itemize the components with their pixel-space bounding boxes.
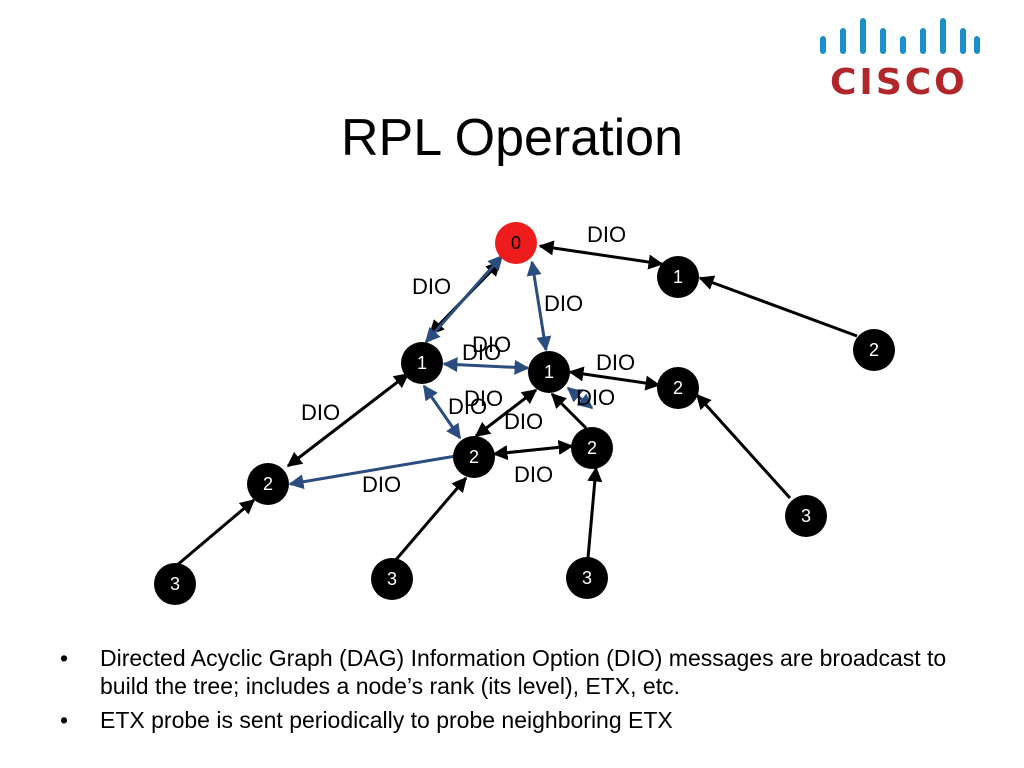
edge-blue-d-g (566, 386, 594, 410)
svg-text:2: 2 (469, 447, 479, 467)
node-h: 2 (453, 436, 495, 478)
dio-label: DIO (472, 332, 511, 357)
svg-text:0: 0 (511, 233, 521, 253)
edge-j-h (392, 476, 468, 563)
svg-text:2: 2 (587, 438, 597, 458)
bullet-text: Directed Acyclic Graph (DAG) Information… (100, 645, 947, 699)
dio-label: DIO (544, 291, 583, 316)
svg-text:3: 3 (801, 506, 811, 526)
cisco-logo (820, 18, 980, 54)
node-e: 2 (657, 367, 699, 409)
node-f: 2 (247, 463, 289, 505)
bullet-dot-icon: • (60, 645, 69, 671)
dio-label: DIO (462, 340, 501, 365)
dio-label: DIO (596, 350, 635, 375)
edge-blue-c-d (442, 357, 530, 375)
node-j: 3 (371, 558, 413, 600)
svg-text:1: 1 (417, 353, 427, 373)
edge-a-b (698, 275, 858, 338)
edge-blue-h-f (288, 454, 457, 490)
dio-label: DIO (448, 394, 487, 419)
edge-c-f (286, 372, 410, 468)
bullet-item: • ETX probe is sent periodically to prob… (60, 706, 980, 734)
dio-label: DIO (301, 400, 340, 425)
bullet-dot-icon: • (60, 707, 69, 733)
edge-blue-root-d (526, 260, 552, 352)
edge-blue-root-c (424, 254, 504, 344)
node-g: 2 (571, 427, 613, 469)
node-b: 2 (853, 329, 895, 371)
edge-root-a (538, 240, 664, 270)
edge-i-f (175, 498, 256, 568)
svg-text:3: 3 (582, 568, 592, 588)
svg-text:1: 1 (544, 362, 554, 382)
node-c: 1 (401, 342, 443, 384)
dio-label: DIO (362, 472, 401, 497)
node-i: 3 (154, 563, 196, 605)
svg-text:2: 2 (869, 340, 879, 360)
svg-text:2: 2 (263, 474, 273, 494)
node-a: 1 (657, 256, 699, 298)
slide-title: RPL Operation (340, 109, 684, 167)
node-k: 3 (566, 557, 608, 599)
node-d: 1 (528, 351, 570, 393)
cisco-wordmark: CISCO (830, 62, 968, 103)
dio-label: DIO (504, 409, 543, 434)
dio-label: DIO (587, 222, 626, 247)
edge-e-l (695, 393, 792, 500)
svg-text:2: 2 (673, 378, 683, 398)
rpl-dag-diagram: DIO DIO DIO DIO DIO DIO DIO DIO DIO DIO … (154, 222, 895, 605)
edge-h-g (492, 439, 574, 461)
dio-label: DIO (576, 385, 615, 410)
bullet-item: • Directed Acyclic Graph (DAG) Informati… (60, 644, 980, 700)
node-l: 3 (785, 495, 827, 537)
edge-k-g (586, 466, 603, 559)
svg-text:3: 3 (170, 574, 180, 594)
edge-g-d (550, 392, 588, 430)
edge-d-h (474, 388, 538, 438)
bullet-list: • Directed Acyclic Graph (DAG) Informati… (60, 644, 980, 740)
dio-label: DIO (514, 462, 553, 487)
edge-blue-c-h (422, 384, 462, 440)
edge-d-e (568, 366, 661, 391)
svg-text:3: 3 (387, 569, 397, 589)
bullet-text: ETX probe is sent periodically to probe … (100, 707, 673, 733)
dio-label: DIO (412, 274, 451, 299)
dio-label: DIO (464, 386, 503, 411)
node-root: 0 (495, 222, 537, 264)
svg-text:1: 1 (673, 267, 683, 287)
